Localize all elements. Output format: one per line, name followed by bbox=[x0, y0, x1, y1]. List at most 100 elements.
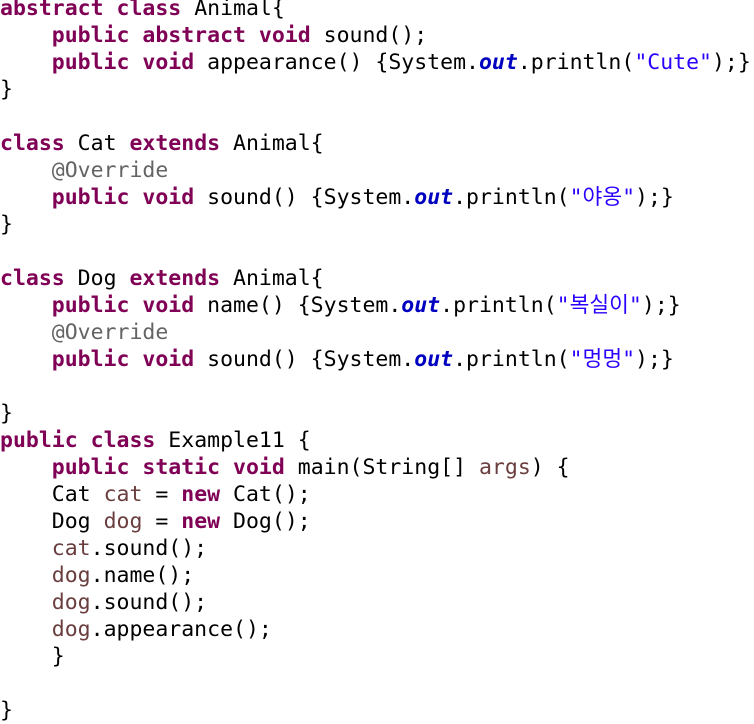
code-text-token: = bbox=[142, 509, 182, 534]
keyword-token: void bbox=[233, 455, 285, 480]
code-line: cat.sound(); bbox=[0, 535, 207, 562]
code-text-token: .name(); bbox=[90, 563, 195, 588]
code-text-token: Animal{ bbox=[220, 266, 324, 291]
static-field-token: out bbox=[401, 293, 441, 318]
code-text-token: Cat bbox=[0, 482, 104, 507]
code-text-token: .println( bbox=[453, 347, 570, 372]
code-text-token bbox=[0, 347, 52, 372]
code-text-token bbox=[0, 185, 52, 210]
keyword-token: static bbox=[142, 455, 221, 480]
code-text-token: );} bbox=[635, 185, 674, 210]
code-line: } bbox=[0, 643, 65, 670]
code-text-token bbox=[129, 23, 142, 48]
code-text-token bbox=[0, 617, 52, 642]
string-literal-token: "복실이" bbox=[556, 293, 642, 318]
keyword-token: abstract bbox=[0, 0, 104, 21]
code-line: public void appearance() {System.out.pri… bbox=[0, 49, 751, 76]
code-line: class Cat extends Animal{ bbox=[0, 130, 324, 157]
code-text-token: Dog bbox=[0, 509, 104, 534]
code-line: } bbox=[0, 400, 13, 427]
keyword-token: class bbox=[116, 0, 182, 21]
code-line: public void name() {System.out.println("… bbox=[0, 292, 681, 319]
keyword-token: new bbox=[181, 509, 221, 534]
code-text-token: Dog bbox=[64, 266, 130, 291]
code-text-token: .sound(); bbox=[90, 536, 208, 561]
code-text-token: ) { bbox=[530, 455, 570, 480]
code-text-token bbox=[220, 455, 233, 480]
keyword-token: public bbox=[51, 23, 130, 48]
code-text-token bbox=[78, 428, 91, 453]
code-text-token bbox=[246, 23, 259, 48]
annotation-token: @Override bbox=[51, 320, 169, 345]
code-text-token bbox=[0, 455, 52, 480]
code-line: abstract class Animal{ bbox=[0, 0, 285, 22]
variable-token: dog bbox=[51, 590, 91, 615]
code-text-token: } bbox=[0, 401, 13, 426]
code-text-token bbox=[0, 158, 52, 183]
code-line: } bbox=[0, 211, 13, 238]
code-text-token: );} bbox=[635, 347, 674, 372]
code-text-token: .println( bbox=[453, 185, 570, 210]
code-line: public void sound() {System.out.println(… bbox=[0, 184, 674, 211]
keyword-token: void bbox=[142, 185, 195, 210]
code-text-token bbox=[0, 590, 52, 615]
code-text-token: } bbox=[0, 644, 65, 669]
code-text-token: } bbox=[0, 77, 13, 102]
variable-token: cat bbox=[103, 482, 143, 507]
keyword-token: public bbox=[51, 455, 130, 480]
code-line: public void sound() {System.out.println(… bbox=[0, 346, 674, 373]
keyword-token: extends bbox=[129, 131, 221, 156]
variable-token: dog bbox=[103, 509, 143, 534]
static-field-token: out bbox=[478, 50, 518, 75]
code-text-token bbox=[0, 320, 52, 345]
code-line: public abstract void sound(); bbox=[0, 22, 427, 49]
keyword-token: extends bbox=[129, 266, 221, 291]
code-line: public static void main(String[] args) { bbox=[0, 454, 570, 481]
code-text-token bbox=[129, 347, 142, 372]
string-literal-token: "Cute" bbox=[634, 50, 712, 75]
keyword-token: void bbox=[142, 347, 195, 372]
code-text-token: Dog(); bbox=[220, 509, 311, 534]
code-text-token bbox=[0, 293, 52, 318]
string-literal-token: "야옹" bbox=[569, 185, 636, 210]
variable-token: cat bbox=[51, 536, 91, 561]
variable-token: dog bbox=[51, 563, 91, 588]
code-line: Dog dog = new Dog(); bbox=[0, 508, 311, 535]
code-text-token: } bbox=[0, 212, 13, 237]
code-text-token: sound(); bbox=[310, 23, 428, 48]
code-line: public class Example11 { bbox=[0, 427, 311, 454]
keyword-token: void bbox=[258, 23, 311, 48]
code-text-token bbox=[0, 23, 52, 48]
code-line: dog.name(); bbox=[0, 562, 194, 589]
code-text-token bbox=[0, 536, 52, 561]
keyword-token: public bbox=[51, 185, 130, 210]
keyword-token: class bbox=[0, 266, 65, 291]
keyword-token: class bbox=[90, 428, 156, 453]
code-text-token: Animal{ bbox=[220, 131, 324, 156]
variable-token: args bbox=[478, 455, 531, 480]
code-text-token: sound() {System. bbox=[194, 347, 415, 372]
code-line: dog.sound(); bbox=[0, 589, 207, 616]
code-text-token bbox=[129, 293, 142, 318]
static-field-token: out bbox=[414, 347, 454, 372]
code-line: } bbox=[0, 697, 13, 724]
keyword-token: public bbox=[0, 428, 78, 453]
code-text-token: Cat(); bbox=[220, 482, 311, 507]
code-text-token: );} bbox=[711, 50, 751, 75]
code-line: @Override bbox=[0, 319, 169, 346]
code-text-token: main(String[] bbox=[284, 455, 479, 480]
code-text-token: .println( bbox=[440, 293, 557, 318]
keyword-token: public bbox=[51, 50, 130, 75]
code-text-token bbox=[0, 563, 52, 588]
code-text-token: appearance() {System. bbox=[194, 50, 479, 75]
string-literal-token: "멍멍" bbox=[569, 347, 636, 372]
keyword-token: new bbox=[181, 482, 221, 507]
variable-token: dog bbox=[51, 617, 91, 642]
code-text-token: = bbox=[142, 482, 182, 507]
code-line: class Dog extends Animal{ bbox=[0, 265, 324, 292]
static-field-token: out bbox=[414, 185, 454, 210]
code-text-token: Cat bbox=[64, 131, 130, 156]
code-text-token: } bbox=[0, 698, 13, 723]
annotation-token: @Override bbox=[51, 158, 169, 183]
